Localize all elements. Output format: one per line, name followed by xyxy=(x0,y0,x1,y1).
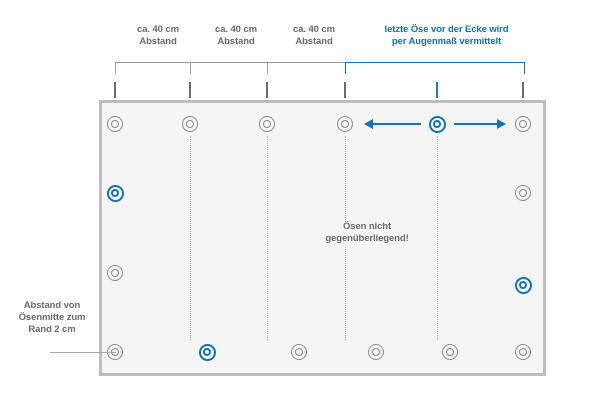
dimension-tick xyxy=(114,82,116,98)
note-eyelets-not-opposite: Ösen nicht gegenüberliegend! xyxy=(307,220,427,246)
dimension-tick xyxy=(266,82,268,98)
dimension-tick xyxy=(189,82,191,98)
note-edge-distance: Abstand von Ösenmitte zum Rand 2 cm xyxy=(18,300,86,335)
eyelet-hole xyxy=(519,120,527,128)
eyelet xyxy=(515,185,531,201)
eyelet xyxy=(442,344,458,360)
dimension-rail-blue xyxy=(345,62,525,63)
eyelet-hole xyxy=(263,120,271,128)
label-spacing-3: ca. 40 cm Abstand xyxy=(293,24,335,47)
leader-line-edge-distance xyxy=(50,352,116,353)
eyelet xyxy=(515,116,531,132)
eyelet xyxy=(259,116,275,132)
arrow-left-shaft xyxy=(373,123,421,125)
dimension-rail-gray xyxy=(115,62,345,63)
eyelet-hole xyxy=(186,120,194,128)
dimension-tick xyxy=(344,82,346,98)
eyelet-hole xyxy=(446,348,454,356)
drop-line xyxy=(437,136,439,340)
arrow-left-head-icon xyxy=(364,119,373,129)
dimension-tick xyxy=(522,82,524,98)
eyelet-hole xyxy=(519,281,527,289)
eyelet-hole xyxy=(111,189,119,197)
eyelet-hole xyxy=(433,120,441,128)
eyelet-hole xyxy=(111,120,119,128)
eyelet xyxy=(291,344,307,360)
eyelet-hole xyxy=(372,348,380,356)
eyelet xyxy=(514,276,532,294)
arrow-right-head-icon xyxy=(497,119,506,129)
label-spacing-1: ca. 40 cm Abstand xyxy=(137,24,179,47)
eyelet-hole xyxy=(519,348,527,356)
eyelet xyxy=(515,344,531,360)
dimension-stub-a xyxy=(115,62,116,74)
eyelet xyxy=(198,343,216,361)
label-spacing-2: ca. 40 cm Abstand xyxy=(215,24,257,47)
eyelet xyxy=(182,116,198,132)
dimension-stub-blue-right xyxy=(524,62,525,74)
dimension-stub-blue-left xyxy=(345,62,346,74)
eyelet xyxy=(106,184,124,202)
eyelet xyxy=(107,116,123,132)
dimension-stub-c xyxy=(267,62,268,74)
drop-line xyxy=(267,136,269,340)
dimension-tick xyxy=(436,82,438,98)
eyelet xyxy=(337,116,353,132)
eyelet xyxy=(428,115,446,133)
eyelet-hole xyxy=(519,189,527,197)
drop-line xyxy=(190,136,192,340)
eyelet-hole xyxy=(295,348,303,356)
eyelet xyxy=(107,265,123,281)
eyelet xyxy=(368,344,384,360)
eyelet-hole xyxy=(203,348,211,356)
eyelet-hole xyxy=(341,120,349,128)
label-corner-note: letzte Öse vor der Ecke wird per Augenma… xyxy=(384,24,509,47)
eyelet-hole xyxy=(111,269,119,277)
arrow-right-shaft xyxy=(454,123,498,125)
dimension-stub-b xyxy=(190,62,191,74)
